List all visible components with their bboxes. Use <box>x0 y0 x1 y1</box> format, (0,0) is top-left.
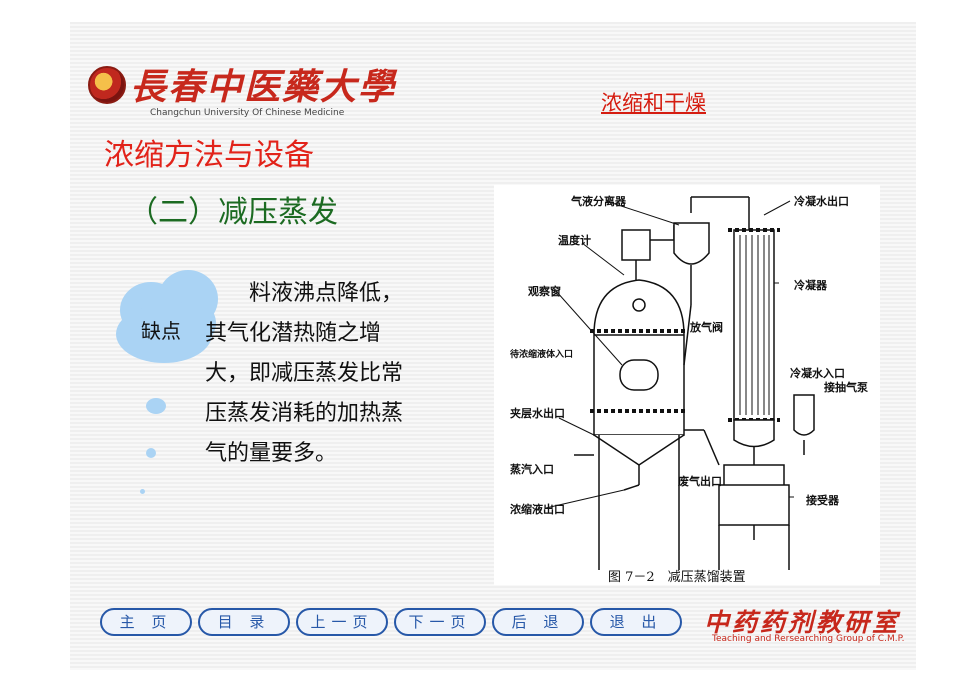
body-line: 料液沸点降低， <box>205 281 404 306</box>
thought-bubble-icon <box>146 448 156 458</box>
apparatus-figure: 气液分离器 冷凝水出口 温度计 冷凝器 观察窗 放气阀 待浓缩液体入口 冷凝水入… <box>494 185 880 585</box>
label-steam: 蒸汽入口 <box>510 463 554 476</box>
cloud-label: 缺点 <box>141 319 181 343</box>
body-line: 其气化潜热随之增 <box>205 321 382 346</box>
label-feed: 待浓缩液体入口 <box>510 350 574 360</box>
label-exhaust: 废气出口 <box>678 475 722 488</box>
thought-bubble-icon <box>140 489 145 494</box>
body-text: 料液沸点降低， 其气化潜热随之增 大，即减压蒸发比常 压蒸发消耗的加热蒸 气的量… <box>205 274 480 474</box>
body-line: 气的量要多。 <box>205 441 338 466</box>
label-product: 浓缩液出口 <box>510 503 565 516</box>
exit-button[interactable]: 退 出 <box>590 608 682 636</box>
back-button[interactable]: 后 退 <box>492 608 584 636</box>
label-thermo: 温度计 <box>558 234 591 247</box>
label-receiver: 接受器 <box>806 494 839 507</box>
prev-page-button[interactable]: 上一页 <box>296 608 388 636</box>
label-pump: 接抽气泵 <box>824 381 868 394</box>
label-separator: 气液分离器 <box>571 195 626 208</box>
label-window: 观察窗 <box>528 285 561 298</box>
label-cond-out: 冷凝水出口 <box>794 195 849 208</box>
university-logo-text: 長春中医藥大學 <box>130 66 397 108</box>
label-vent: 放气阀 <box>690 321 723 334</box>
body-line: 压蒸发消耗的加热蒸 <box>205 401 404 426</box>
figure-caption: 图 7－2 减压蒸馏装置 <box>608 570 746 585</box>
nav-bar: 主 页 目 录 上一页 下一页 后 退 退 出 <box>100 608 682 636</box>
thought-bubble-icon <box>146 398 166 414</box>
label-cond-in: 冷凝水入口 <box>790 367 845 380</box>
course-link[interactable]: 浓缩和干燥 <box>601 91 706 115</box>
department-logo-text: 中药药剂教研室 <box>704 608 901 637</box>
slide-subtitle: （二）减压蒸发 <box>128 195 338 230</box>
body-line: 大，即减压蒸发比常 <box>205 361 404 386</box>
home-button[interactable]: 主 页 <box>100 608 192 636</box>
university-seal-icon <box>88 66 126 104</box>
department-logo-subtitle: Teaching and Rersearching Group of C.M.P… <box>712 634 905 644</box>
slide-title: 浓缩方法与设备 <box>104 138 314 173</box>
label-condenser: 冷凝器 <box>794 279 827 292</box>
next-page-button[interactable]: 下一页 <box>394 608 486 636</box>
university-logo-subtitle: Changchun University Of Chinese Medicine <box>150 108 345 118</box>
apparatus-diagram <box>545 196 815 570</box>
label-jacket: 夹层水出口 <box>510 407 565 420</box>
contents-button[interactable]: 目 录 <box>198 608 290 636</box>
